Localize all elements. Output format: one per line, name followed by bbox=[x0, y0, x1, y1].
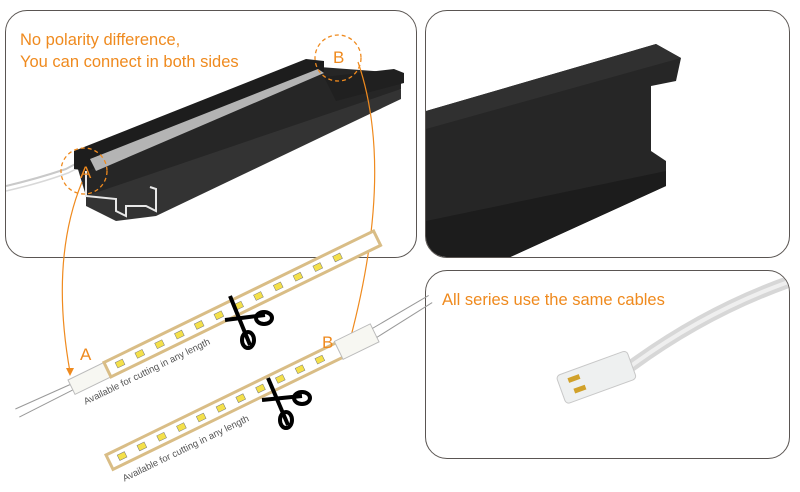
cables-panel bbox=[425, 270, 790, 459]
scissors-icon bbox=[224, 295, 274, 350]
strip-1-end-label: A bbox=[80, 345, 92, 364]
profile-closeup-image bbox=[426, 44, 681, 257]
arrow-b bbox=[349, 61, 376, 341]
cables-caption: All series use the same cables bbox=[442, 291, 665, 309]
aluminum-profile-image bbox=[6, 34, 404, 221]
profile-connection-panel bbox=[5, 10, 417, 258]
arrow-a bbox=[61, 181, 83, 373]
profile-closeup-panel bbox=[425, 10, 790, 258]
connector-cable-image bbox=[556, 275, 789, 404]
marker-b-label: B bbox=[333, 48, 344, 67]
scissors-icon bbox=[261, 377, 312, 430]
polarity-caption-line1: No polarity difference, bbox=[20, 31, 181, 49]
polarity-caption-line2: You can connect in both sides bbox=[20, 53, 239, 71]
marker-a-label: A bbox=[80, 163, 92, 182]
strip-2-end-label: B bbox=[322, 333, 333, 352]
